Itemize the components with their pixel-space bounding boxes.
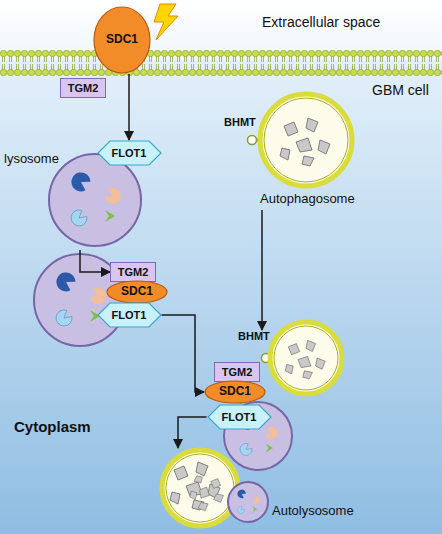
hexagon-shape [98, 303, 161, 327]
protein-name: SDC1 [121, 285, 153, 299]
node-heading: BHMT [238, 330, 278, 343]
lysosome [49, 154, 141, 246]
hexagon-shape [98, 141, 161, 165]
protein-name: FLOT1 [222, 411, 257, 424]
organelle-node: Autophagosome [256, 92, 360, 210]
autolysosome [162, 450, 268, 526]
organelle-node: Autolysosome [150, 448, 360, 530]
organelle-node: BHMT [222, 116, 262, 146]
protein-name: FLOT1 [112, 309, 147, 322]
stimulus-bolt [154, 4, 178, 40]
tgm2-protein: TGM2 [214, 362, 260, 382]
node-heading: BHMT [224, 116, 264, 129]
protein-name: TGM2 [118, 266, 149, 279]
cell-label: GBM cell [372, 82, 429, 98]
autophagosome [262, 322, 343, 394]
protein-name: TGM2 [68, 82, 99, 95]
protein-name: TGM2 [222, 366, 253, 379]
tgm2-protein: TGM2 [110, 262, 156, 282]
hexagon-shape [208, 405, 271, 429]
sdc1-protein: SDC1 [106, 280, 168, 304]
tgm2-protein: TGM2 [60, 78, 106, 98]
flot1-protein: FLOT1 [97, 140, 162, 166]
ellipse-shape [107, 281, 167, 303]
region-label: Extracellular space [262, 14, 380, 30]
autophagosome [248, 94, 353, 186]
flow-arrow [162, 315, 205, 392]
protein-name: SDC1 [106, 33, 138, 47]
region-label: Cytoplasm [14, 418, 91, 435]
lipid-bilayer [0, 50, 442, 76]
node-heading: Autolysosome [272, 504, 442, 519]
sdc1-protein: SDC1 [204, 380, 266, 404]
flow-arrow [261, 210, 263, 330]
flow-arrow [80, 250, 110, 272]
ellipse-shape [94, 7, 150, 73]
protein-name: FLOT1 [112, 147, 147, 160]
flot1-protein: FLOT1 [207, 404, 272, 430]
protein-name: SDC1 [219, 385, 251, 399]
flow-arrow [178, 417, 207, 448]
flow-arrow [128, 74, 130, 140]
cytoplasm-ground [0, 60, 442, 534]
ellipse-shape [205, 381, 265, 403]
sdc1-protein: SDC1 [93, 6, 151, 74]
node-heading: Autophagosome [260, 192, 364, 207]
flot1-protein: FLOT1 [97, 302, 162, 328]
organelle-node: BHMT [236, 330, 276, 362]
